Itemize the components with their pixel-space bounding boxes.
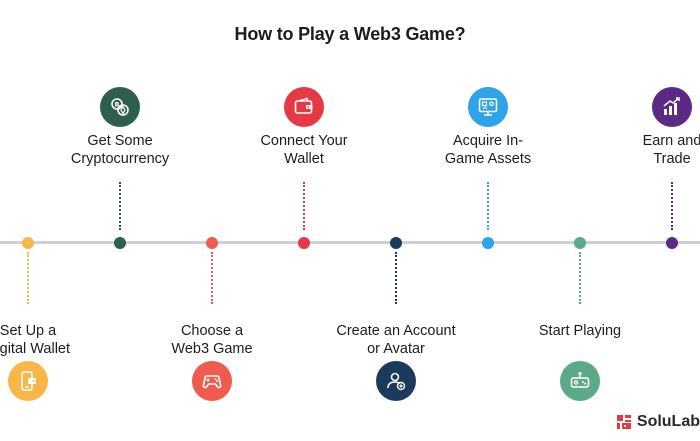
step-label-start-playing: Start Playing xyxy=(538,323,622,339)
connector-line xyxy=(395,252,397,304)
connector-line xyxy=(27,252,29,304)
timeline-node-set-up-a-digital-wallet xyxy=(22,237,34,249)
brand-logo: SoluLab xyxy=(616,410,700,434)
timeline-node-start-playing xyxy=(574,237,586,249)
step-label-earn-and-trade: Earn and Trade xyxy=(642,133,700,167)
connector-line xyxy=(303,182,305,230)
timeline-node-create-an-account-or-avatar xyxy=(390,237,402,249)
connector-line xyxy=(211,252,213,304)
crypto-coins-icon: B xyxy=(100,87,140,127)
gamepad-icon xyxy=(192,361,232,401)
connector-line xyxy=(487,182,489,230)
step-label-create-an-account-or-avatar: Create an Account or Avatar xyxy=(336,323,456,357)
timeline-node-choose-a-web3-game xyxy=(206,237,218,249)
step-label-acquire-in-game-assets: Acquire In- Game Assets xyxy=(444,133,532,167)
wallet-phone-icon xyxy=(8,361,48,401)
svg-text:B: B xyxy=(115,101,120,109)
solulab-logo-icon xyxy=(616,415,631,429)
step-label-choose-a-web3-game: Choose a Web3 Game xyxy=(171,323,253,357)
growth-chart-icon xyxy=(652,87,692,127)
timeline-node-earn-and-trade xyxy=(666,237,678,249)
step-label-connect-your-wallet: Connect Your Wallet xyxy=(260,133,348,167)
wallet-icon xyxy=(284,87,324,127)
connector-line xyxy=(579,252,581,304)
timeline-node-acquire-in-game-assets xyxy=(482,237,494,249)
user-add-icon xyxy=(376,361,416,401)
connector-line xyxy=(671,182,673,230)
page-title: How to Play a Web3 Game? xyxy=(234,24,466,44)
monitor-assets-icon xyxy=(468,87,508,127)
timeline-node-connect-your-wallet xyxy=(298,237,310,249)
arcade-controller-icon xyxy=(560,361,600,401)
timeline-node-get-some-cryptocurrency xyxy=(114,237,126,249)
brand-name: SoluLab xyxy=(636,413,700,430)
connector-line xyxy=(119,182,121,230)
step-label-set-up-a-digital-wallet: Set Up a Digital Wallet xyxy=(0,323,71,357)
timeline-line xyxy=(0,241,700,244)
step-label-get-some-cryptocurrency: Get Some Cryptocurrency xyxy=(70,133,170,167)
